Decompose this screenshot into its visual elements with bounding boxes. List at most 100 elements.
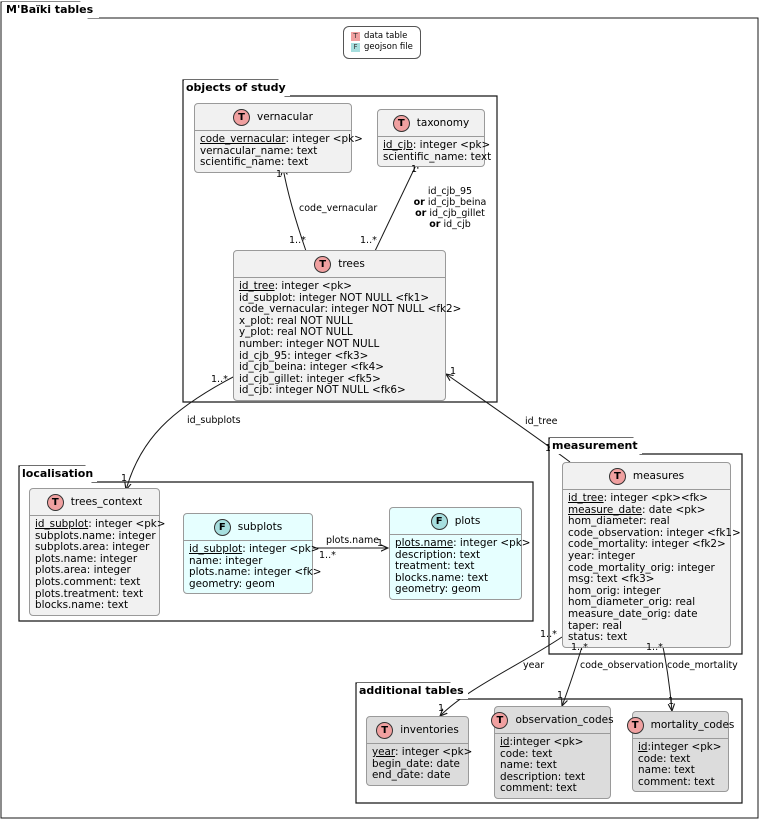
entity-field: subplots.name: integer — [35, 530, 156, 543]
entity-field: name: text — [638, 764, 723, 777]
field-definition: :integer <pk> — [509, 736, 584, 748]
field-definition: : integer <pk> — [285, 133, 363, 145]
package-additional-title: additional tables — [357, 683, 468, 699]
entity-field: id_subplot: integer NOT NULL <fk1> — [239, 292, 440, 305]
field-definition: name: text — [500, 759, 557, 772]
field-definition: plots.name: integer — [35, 552, 138, 565]
taxonomy-label-line-2: or id_cjb_beina — [402, 197, 498, 208]
entity-field: id_cjb_beina: integer <fk4> — [239, 361, 440, 374]
diagram-title: M'Baïki tables — [2, 2, 100, 18]
entity-field: plots.comment: text — [35, 575, 154, 589]
entity-field: status: text — [568, 631, 725, 644]
entity-field: comment: text — [500, 783, 605, 795]
field-definition: :integer <pk> — [647, 741, 722, 753]
primary-key-name: id_subplot — [189, 543, 243, 555]
taxonomy-label-cjb: id_cjb — [443, 219, 471, 230]
field-definition: : integer <pk> — [274, 280, 352, 292]
field-definition: measure_date_orig: date — [568, 607, 698, 620]
field-definition: blocks.name: text — [35, 599, 129, 612]
legend: T data table F geojson file — [343, 26, 421, 59]
field-definition: scientific_name: text — [383, 150, 492, 163]
entity-field: scientific_name: text — [200, 156, 346, 169]
edge-trees-context — [126, 375, 236, 490]
table-badge-icon: T — [314, 255, 332, 273]
mult-trees-one: 1 — [450, 366, 457, 377]
taxonomy-label-line-4: or id_cjb — [402, 219, 498, 230]
entity-field: blocks.name: text — [35, 599, 154, 612]
field-definition: begin_date: date — [372, 757, 460, 770]
entity-title: observation_codes — [515, 714, 614, 726]
edge-label-taxonomy: id_cjb_95 or id_cjb_beina or id_cjb_gill… — [402, 186, 498, 230]
primary-key-name: measure_date — [568, 503, 642, 516]
table-badge-icon: T — [626, 716, 644, 734]
entity-field: code_observation: integer <fk1> — [568, 527, 741, 540]
field-definition: : date <pk> — [641, 503, 706, 516]
entity-field: id_tree: integer <pk><fk> — [568, 492, 725, 505]
legend-table-swatch: T — [351, 32, 360, 41]
entity-field: measure_date_orig: date — [568, 607, 725, 621]
field-definition: number: integer NOT NULL — [239, 337, 380, 350]
entity-field: vernacular_name: text — [200, 145, 346, 158]
edge-label-id-tree: id_tree — [525, 416, 558, 427]
field-definition: code_mortality_orig: integer — [568, 561, 715, 574]
entity-field: code_mortality_orig: integer — [568, 561, 725, 575]
field-definition: hom_diameter_orig: real — [568, 596, 696, 609]
entity-field: hom_diameter: real — [568, 515, 725, 528]
entity-field: code: text — [500, 747, 605, 761]
primary-key-name: plots.name — [395, 537, 454, 549]
field-definition: id_cjb: integer NOT NULL <fk6> — [239, 384, 406, 397]
mult-measures-observation-many: 1..* — [571, 642, 588, 653]
mult-taxonomy-many: 1..* — [360, 235, 377, 246]
field-definition: code: text — [500, 747, 553, 760]
entity-field: hom_orig: integer — [568, 585, 725, 598]
package-objects-title: objects of study — [184, 80, 290, 96]
mult-measures-mortality-many: 1..* — [646, 642, 663, 653]
edge-trees-taxonomy — [374, 161, 418, 252]
field-definition: msg: text <fk3> — [568, 573, 655, 586]
mult-plots-one: 1 — [377, 538, 384, 549]
entity-field: geometry: geom — [395, 584, 516, 596]
entity-title: subplots — [237, 521, 283, 533]
field-definition: plots.treatment: text — [35, 587, 144, 600]
edge-label-year: year — [523, 660, 545, 671]
field-definition: taper: real — [568, 619, 623, 632]
entity-field: number: integer NOT NULL — [239, 337, 440, 351]
field-definition: : integer <pk> — [88, 518, 166, 530]
field-definition: plots.comment: text — [35, 575, 141, 588]
entity-field: code_vernacular: integer NOT NULL <fk2> — [239, 303, 461, 316]
entity-field: name: integer — [189, 554, 307, 568]
field-definition: treatment: text — [395, 560, 475, 573]
field-definition: comment: text — [638, 775, 715, 788]
mult-mortality-one: 1 — [668, 696, 675, 707]
field-definition: status: text — [568, 631, 628, 644]
field-definition: name: integer — [189, 554, 263, 567]
entity-field: blocks.name: text — [395, 571, 516, 585]
entity-fields: plots.name: integer <pk>description: tex… — [390, 535, 530, 599]
field-definition: : integer <pk> — [453, 537, 531, 549]
field-definition: blocks.name: text — [395, 571, 489, 584]
table-badge-icon: T — [233, 108, 250, 126]
entity-field: id_cjb: integer NOT NULL <fk6> — [239, 385, 440, 397]
legend-row-geojson: F geojson file — [351, 42, 420, 53]
field-definition: code_observation: integer <fk1> — [568, 526, 741, 539]
field-definition: geometry: geom — [395, 583, 481, 596]
entity-field: comment: text — [638, 775, 723, 789]
entity-field: plots.name: integer <pk> — [395, 537, 530, 550]
mult-subplots-many: 1..* — [319, 550, 336, 561]
field-definition: plots.name: integer <fk> — [189, 566, 322, 579]
table-badge-icon: T — [46, 493, 64, 511]
entity-field: taper: real — [568, 619, 725, 633]
entity-field: plots.area: integer — [35, 565, 154, 577]
package-localisation-title: localisation — [20, 466, 98, 482]
